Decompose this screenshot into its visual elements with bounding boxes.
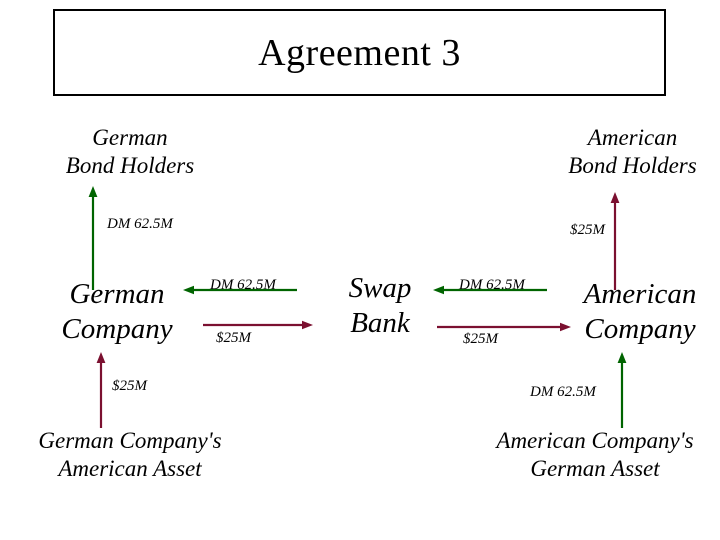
node-swap-bank-line2: Bank	[350, 307, 410, 340]
flow-label-german-asset-to-german-co: $25M	[112, 378, 147, 394]
node-german-company-american-asset-line1: German Company's	[38, 428, 222, 453]
flow-label-american-co-to-bond-holders: $25M	[570, 222, 605, 238]
node-german-company-american-asset-line2: American Asset	[58, 456, 202, 482]
node-swap-bank-line1: Swap	[348, 272, 412, 304]
flow-label-german-co-to-bond-holders: DM 62.5M	[107, 216, 173, 232]
flow-label-american-asset-to-american-co: DM 62.5M	[530, 384, 596, 400]
node-american-company: American Company	[550, 277, 720, 348]
arrow-german-company-to-german-bond-holders	[88, 186, 98, 290]
node-american-company-line2: Company	[584, 313, 696, 346]
flow-label-swap-bank-to-german-co: DM 62.5M	[210, 277, 276, 293]
node-german-bond-holders-line2: Bond Holders	[65, 153, 195, 179]
node-american-company-german-asset-line1: American Company's	[496, 428, 694, 453]
node-german-bond-holders-line1: German	[92, 125, 168, 150]
flow-label-german-co-to-swap-bank: $25M	[216, 330, 251, 346]
node-american-company-german-asset-line2: German Asset	[530, 456, 660, 482]
title-box: Agreement 3	[53, 9, 666, 96]
node-american-bond-holders: American Bond Holders	[545, 124, 720, 180]
node-american-bond-holders-line2: Bond Holders	[568, 153, 697, 179]
flow-label-american-co-to-swap-bank: DM 62.5M	[459, 277, 525, 293]
node-american-bond-holders-line1: American	[587, 125, 678, 150]
node-american-company-line1: American	[583, 278, 697, 310]
arrow-american-asset-to-american-company	[617, 352, 627, 428]
arrow-american-company-to-american-bond-holders	[610, 192, 620, 290]
node-american-company-german-asset: American Company's German Asset	[470, 427, 720, 483]
flow-label-swap-bank-to-american-co: $25M	[463, 331, 498, 347]
node-german-bond-holders: German Bond Holders	[10, 124, 250, 180]
node-german-company-american-asset: German Company's American Asset	[0, 427, 260, 483]
node-german-company: German Company	[22, 277, 212, 348]
node-german-company-line2: Company	[61, 313, 173, 346]
arrow-german-asset-to-german-company	[96, 352, 106, 428]
node-german-company-line1: German	[69, 278, 165, 310]
page-title: Agreement 3	[258, 31, 461, 74]
node-swap-bank: Swap Bank	[310, 271, 450, 342]
